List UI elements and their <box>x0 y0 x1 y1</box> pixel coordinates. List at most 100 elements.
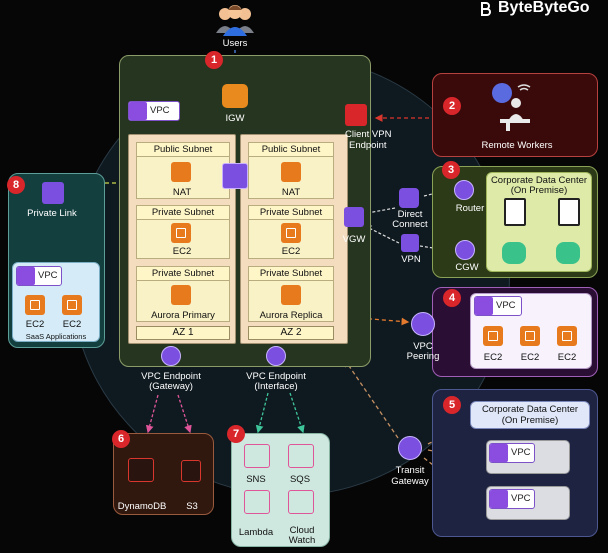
load-balancer-icon <box>222 163 248 189</box>
subnet-title: Public Subnet <box>137 143 229 157</box>
server-rack-icon <box>504 198 526 226</box>
sqs-icon <box>288 444 314 468</box>
peering-label-2: Peering <box>406 351 440 362</box>
vpc-label: VPC <box>496 300 516 311</box>
lambda-icon <box>244 490 270 514</box>
vpc-icon <box>490 444 508 462</box>
transit-dc-inner <box>470 401 590 429</box>
ec2-label: EC2 <box>62 319 82 330</box>
server-rack-icon <box>558 198 580 226</box>
transit-dc-title: Corporate Data Center <box>481 404 579 415</box>
transit-gateway-icon <box>398 436 422 460</box>
users-label: Users <box>222 38 248 49</box>
database-icon <box>556 242 580 264</box>
corp-dc-subtitle: (On Premise) <box>510 185 568 196</box>
vpc-icon <box>475 297 493 315</box>
ec2-icon <box>520 326 540 346</box>
cgw-label: CGW <box>455 262 479 273</box>
vpc-chip: VPC <box>489 489 535 509</box>
ec2-label: EC2 <box>281 246 301 257</box>
aurora-icon <box>171 285 191 305</box>
ec2-icon <box>171 223 191 243</box>
lambda-label: Lambda <box>238 527 274 538</box>
igw-label: IGW <box>225 113 245 124</box>
client-vpn-label-1: Client VPN <box>345 129 392 140</box>
interface-endpoint-icon <box>266 346 286 366</box>
ec2-label: EC2 <box>520 352 540 363</box>
peering-label-1: VPC <box>413 341 433 352</box>
private-link-icon <box>42 182 64 204</box>
az2-label: AZ 2 <box>248 326 334 340</box>
cgw-icon <box>455 240 475 260</box>
s3-icon <box>181 460 201 482</box>
step-badge-7: 7 <box>227 425 245 443</box>
private-link-label: Private Link <box>27 208 77 219</box>
client-vpn-icon <box>345 104 367 126</box>
remote-workers-label: Remote Workers <box>481 140 553 151</box>
users-icon <box>213 3 257 37</box>
transit-label-2: Gateway <box>391 476 429 487</box>
vpn-icon <box>401 234 419 252</box>
vgw-label: VGW <box>342 234 366 245</box>
dynamodb-icon <box>128 458 154 482</box>
vpc-label: VPC <box>511 447 531 458</box>
cloudwatch-label-1: Cloud <box>289 525 315 536</box>
sns-icon <box>244 444 270 468</box>
router-icon <box>454 180 474 200</box>
brand-mark-icon <box>481 1 491 16</box>
step-badge-3: 3 <box>442 161 460 179</box>
aurora-replica-label: Aurora Replica <box>259 310 323 321</box>
vpc-chip: VPC <box>128 101 180 121</box>
gateway-endpoint-icon <box>161 346 181 366</box>
step-badge-6: 6 <box>112 430 130 448</box>
ec2-label: EC2 <box>25 319 45 330</box>
direct-connect-icon <box>399 188 419 208</box>
ec2-label: EC2 <box>172 246 192 257</box>
nat-icon <box>281 162 301 182</box>
ec2-icon <box>62 295 82 315</box>
ec2-icon <box>25 295 45 315</box>
direct-connect-label-2: Connect <box>392 219 428 230</box>
cloudwatch-label-2: Watch <box>288 535 316 546</box>
nat-label: NAT <box>172 187 192 198</box>
interface-endpoint-label-1: VPC Endpoint <box>246 371 306 382</box>
vgw-icon <box>344 207 364 227</box>
gateway-endpoint-label-2: (Gateway) <box>149 381 193 392</box>
vpc-chip: VPC <box>489 443 535 463</box>
vpc-icon <box>17 267 35 285</box>
peering-icon <box>411 312 435 336</box>
brand-logo: ByteByteGo <box>479 0 604 20</box>
client-vpn-label-2: Endpoint <box>349 140 387 151</box>
remote-worker-icon <box>492 83 531 131</box>
direct-connect-label-1: Direct <box>397 209 423 220</box>
cloud-icon <box>222 84 248 108</box>
transit-dc-subtitle: (On Premise) <box>501 415 559 426</box>
cloudwatch-icon <box>288 490 314 514</box>
gateway-endpoint-label-1: VPC Endpoint <box>141 371 201 382</box>
vpn-label: VPN <box>401 254 421 265</box>
subnet-title: Private Subnet <box>249 267 333 281</box>
vpc-label: VPC <box>511 493 531 504</box>
vpc-chip: VPC <box>16 266 62 286</box>
sqs-label: SQS <box>289 474 311 485</box>
ec2-icon <box>281 223 301 243</box>
step-badge-2: 2 <box>443 97 461 115</box>
nat-label: NAT <box>281 187 301 198</box>
ec2-icon <box>483 326 503 346</box>
public-subnet-1: Public Subnet <box>136 142 230 199</box>
step-badge-4: 4 <box>443 289 461 307</box>
subnet-title: Private Subnet <box>137 206 229 220</box>
step-badge-1: 1 <box>205 51 223 69</box>
interface-endpoint-label-2: (Interface) <box>254 381 298 392</box>
aurora-primary-label: Aurora Primary <box>151 310 215 321</box>
transit-label-1: Transit <box>395 465 425 476</box>
step-badge-8: 8 <box>7 176 25 194</box>
saas-label: SaaS Applications <box>25 332 87 341</box>
router-label: Router <box>455 203 485 214</box>
aurora-icon <box>281 285 301 305</box>
subnet-title: Private Subnet <box>137 267 229 281</box>
subnet-title: Private Subnet <box>249 206 333 220</box>
nat-icon <box>171 162 191 182</box>
corp-dc-title: Corporate Data Center <box>490 175 588 186</box>
step-badge-5: 5 <box>443 396 461 414</box>
